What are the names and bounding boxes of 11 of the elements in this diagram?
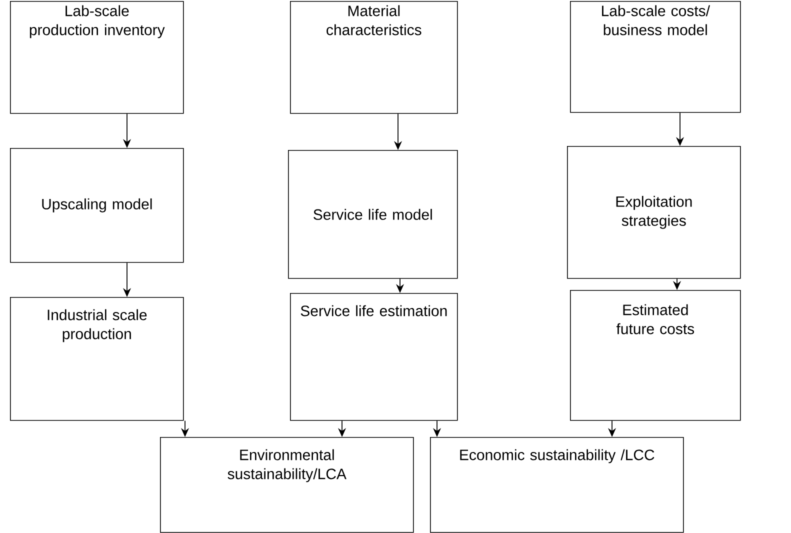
process-box: Upscaling model [10, 148, 184, 263]
process-box: Economic sustainability /LCC [430, 437, 684, 533]
process-box: Material characteristics [290, 1, 458, 114]
process-box: Service life model [288, 150, 458, 279]
process-box: Exploitation strategies [567, 146, 741, 279]
process-box: Industrial scale production [10, 297, 184, 421]
process-box: Environmental sustainability/LCA [160, 437, 414, 533]
process-box: Service life estimation [290, 293, 458, 421]
process-box: Lab-scale production inventory [10, 1, 184, 114]
process-box: Lab-scale costs/ business model [570, 1, 741, 113]
process-box: Estimated future costs [570, 290, 741, 421]
